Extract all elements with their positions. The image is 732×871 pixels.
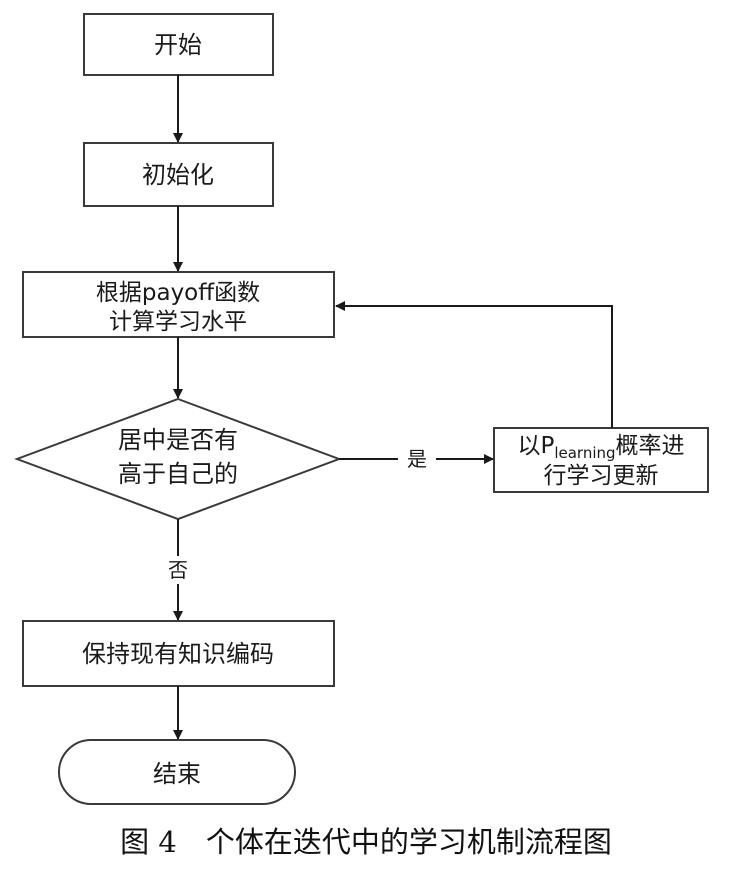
decision-node: 居中是否有 高于自己的 — [14, 397, 342, 521]
keep-node-label: 保持现有知识编码 — [82, 640, 274, 668]
update-node-line1: 以Plearning概率进 — [517, 433, 684, 462]
edge-update-to-compute — [335, 301, 613, 428]
yes-edge-label: 是 — [407, 447, 427, 471]
end-node-label: 结束 — [153, 760, 201, 788]
no-edge-label: 否 — [168, 558, 188, 582]
end-node: 结束 — [58, 739, 296, 805]
update-subscript: learning — [554, 444, 615, 462]
compute-node: 根据payoff函数 计算学习水平 — [22, 271, 335, 338]
init-node-label: 初始化 — [142, 161, 214, 189]
decision-node-line1: 居中是否有 — [118, 426, 238, 454]
init-node: 初始化 — [83, 142, 274, 207]
update-prefix: 以P — [517, 433, 554, 459]
start-node: 开始 — [83, 13, 274, 76]
start-node-label: 开始 — [154, 31, 202, 59]
no-label-background — [162, 556, 194, 584]
update-suffix: 概率进 — [616, 433, 685, 459]
update-node-line2: 行学习更新 — [544, 463, 659, 489]
compute-node-line2: 计算学习水平 — [109, 309, 247, 335]
figure-caption: 图 4 个体在迭代中的学习机制流程图 — [120, 825, 612, 859]
update-node: 以Plearning概率进 行学习更新 — [493, 427, 709, 493]
keep-node: 保持现有知识编码 — [22, 620, 335, 687]
compute-node-line1: 根据payoff函数 — [96, 280, 260, 306]
decision-node-line2: 高于自己的 — [118, 460, 238, 488]
yes-label-background — [398, 446, 436, 472]
